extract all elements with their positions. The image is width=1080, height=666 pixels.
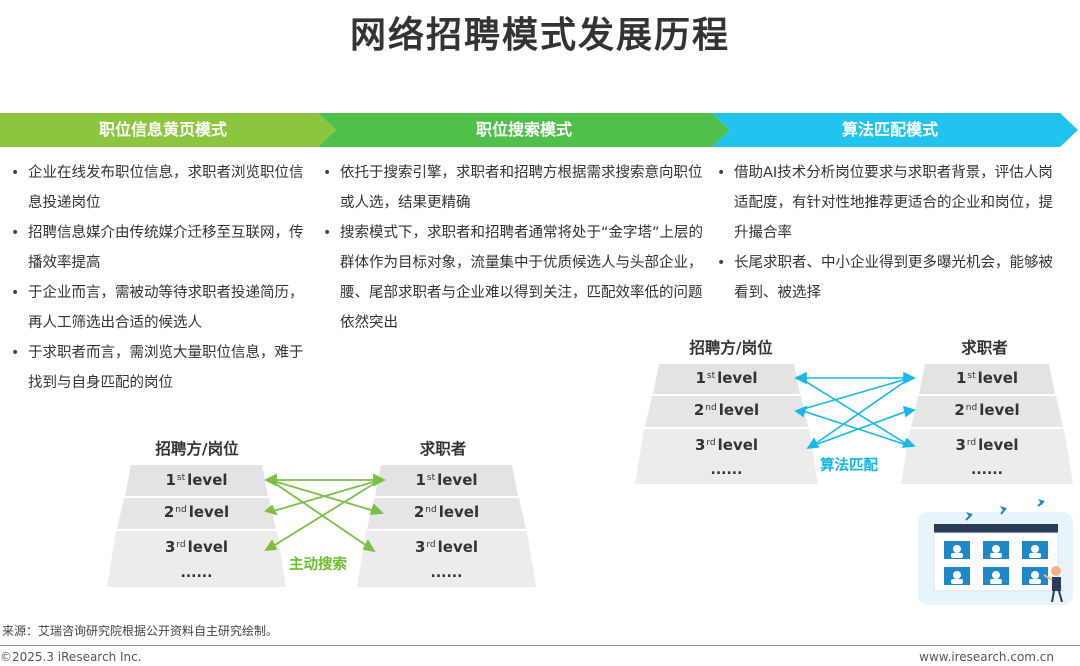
seeker-ellipsis: ...... <box>971 462 1003 478</box>
employer-title: 招聘方/岗位 <box>689 339 773 357</box>
stage-arrow-2 <box>318 113 730 147</box>
stage-2-bullets: 依托于搜索引擎，求职者和招聘方根据需求搜索意向职位或人选，结果更精确 搜索模式下… <box>318 158 708 338</box>
employer-pyramid-level-1 <box>653 364 800 394</box>
employer-pyramid-level-3 <box>635 429 818 484</box>
seeker-pyramid-level-3 <box>901 429 1073 484</box>
seeker-pyramid-level-2 <box>367 498 526 529</box>
footer-divider <box>0 645 1080 646</box>
stage-arrow-3 <box>712 113 1078 147</box>
seeker-title: 求职者 <box>961 339 1008 357</box>
algorithm-arrows <box>794 371 916 449</box>
employer-title: 招聘方/岗位 <box>155 440 239 458</box>
bullet-item: 借助AI技术分析岗位要求与求职者背景，评估人岗适配度，有针对性地推荐更适合的企业… <box>712 158 1067 248</box>
stage-label-search: 职位搜索模式 <box>475 120 572 139</box>
seeker-pyramid-level-1 <box>919 364 1055 394</box>
employer-pyramid-level-2 <box>645 396 808 427</box>
algorithm-match-label: 算法匹配 <box>820 458 878 474</box>
employer-pyramid-level-3 <box>107 531 286 587</box>
stage-banners: 职位信息黄页模式 职位搜索模式 算法匹配模式 <box>0 113 1080 147</box>
bullet-item: 企业在线发布职位信息，求职者浏览职位信息投递岗位 <box>6 158 316 218</box>
page-title: 网络招聘模式发展历程 <box>349 15 730 56</box>
stage-arrow-1 <box>0 113 336 147</box>
employer-ellipsis: ...... <box>180 565 213 581</box>
bullet-item: 搜索模式下，求职者和招聘者通常将处于“金字塔”上层的群体作为目标对象，流量集中于… <box>318 218 708 338</box>
bullet-item: 招聘信息媒介由传统媒介迁移至互联网，传播效率提高 <box>6 218 316 278</box>
search-arrows <box>263 473 387 553</box>
stage-label-algorithm: 算法匹配模式 <box>841 120 938 139</box>
bullet-item: 依托于搜索引擎，求职者和招聘方根据需求搜索意向职位或人选，结果更精确 <box>318 158 708 218</box>
seeker-pyramid-level-1 <box>375 465 518 496</box>
employer-pyramid-level-2 <box>117 498 276 529</box>
bullet-item: 于求职者而言，需浏览大量职位信息，难于找到与自身匹配的岗位 <box>6 338 316 398</box>
employer-pyramid-level-1 <box>125 465 268 496</box>
seeker-pyramid-level-2 <box>911 396 1063 427</box>
stage-1-bullets: 企业在线发布职位信息，求职者浏览职位信息投递岗位 招聘信息媒介由传统媒介迁移至互… <box>6 158 316 398</box>
stage-arrows <box>0 113 1078 147</box>
seeker-ellipsis: ...... <box>430 565 463 581</box>
stage-label-yellow-pages: 职位信息黄页模式 <box>98 120 227 139</box>
bullet-item: 于企业而言，需被动等待求职者投递简历，再人工筛选出合适的候选人 <box>6 278 316 338</box>
footer-url: www.iresearch.com.cn <box>919 650 1054 664</box>
copyright: ©2025.3 iResearch Inc. <box>0 650 142 664</box>
office-illustration-icon <box>918 499 1073 605</box>
active-search-label: 主动搜索 <box>289 557 347 573</box>
seeker-pyramid-level-3 <box>357 531 536 587</box>
source-note: 来源：艾瑞咨询研究院根据公开资料自主研究绘制。 <box>2 624 279 638</box>
stage-3-bullets: 借助AI技术分析岗位要求与求职者背景，评估人岗适配度，有针对性地推荐更适合的企业… <box>712 158 1067 308</box>
seeker-title: 求职者 <box>419 440 467 458</box>
employer-ellipsis: ...... <box>710 462 743 478</box>
bullet-item: 长尾求职者、中小企业得到更多曝光机会，能够被看到、被选择 <box>712 248 1067 308</box>
